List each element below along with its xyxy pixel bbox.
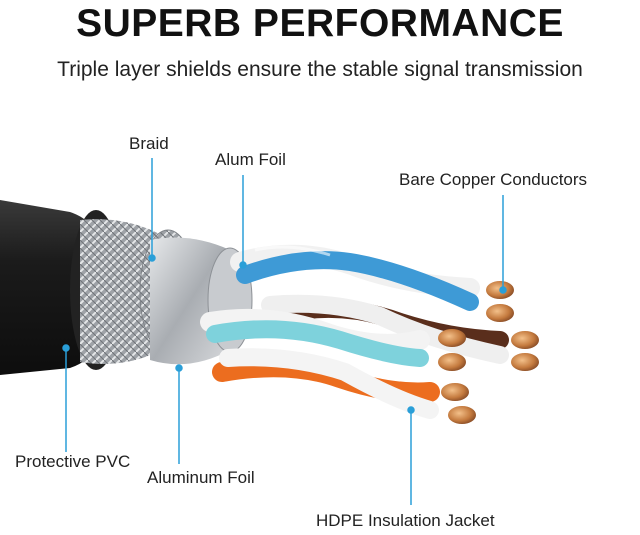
page-subtitle: Triple layer shields ensure the stable s… xyxy=(57,58,583,81)
alum-foil-label: Alum Foil xyxy=(215,150,286,169)
protective-pvc-label: Protective PVC xyxy=(15,452,131,471)
page-title: SUPERB PERFORMANCE xyxy=(76,2,564,45)
bare-copper-conductors-label: Bare Copper Conductors xyxy=(399,170,588,189)
twisted-pair-brown xyxy=(261,294,509,364)
protective-pvc-leader-dot xyxy=(62,344,70,352)
twisted-pair-orange xyxy=(212,348,440,419)
hdpe-insulation-jacket-label: HDPE Insulation Jacket xyxy=(316,511,495,530)
leader-lines xyxy=(62,158,507,505)
hdpe-jacket-leader-dot xyxy=(407,406,415,414)
braid-leader-dot xyxy=(148,254,156,262)
aluminum-foil-label: Aluminum Foil xyxy=(147,468,255,487)
braid-label: Braid xyxy=(129,134,169,153)
bare-copper-conductors xyxy=(438,281,539,424)
aluminum-foil-leader-dot xyxy=(175,364,183,372)
bare-copper-leader-dot xyxy=(499,286,507,294)
twisted-pair-blue xyxy=(230,244,480,311)
twisted-pair-teal xyxy=(200,308,430,367)
alum-foil-leader-dot xyxy=(239,261,247,269)
